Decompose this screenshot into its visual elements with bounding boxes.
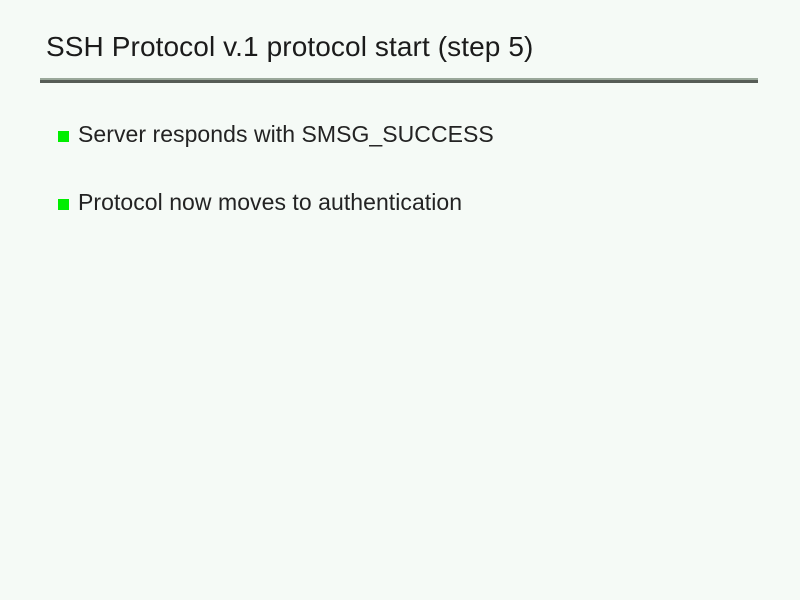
title-divider [40,78,758,83]
slide-body: Server responds with SMSG_SUCCESS Protoc… [58,119,758,255]
list-item-label: Protocol now moves to authentication [78,189,463,215]
page-title: SSH Protocol v.1 protocol start (step 5) [46,31,534,62]
list-item: Protocol now moves to authentication [58,187,758,255]
title-divider-shadow [40,80,758,83]
slide-title-block: SSH Protocol v.1 protocol start (step 5) [40,30,758,64]
list-item: Server responds with SMSG_SUCCESS [58,119,758,187]
title-divider-highlight [40,78,758,80]
square-bullet-icon [58,199,69,210]
list-item-label: Server responds with SMSG_SUCCESS [78,121,494,147]
square-bullet-icon [58,131,69,142]
